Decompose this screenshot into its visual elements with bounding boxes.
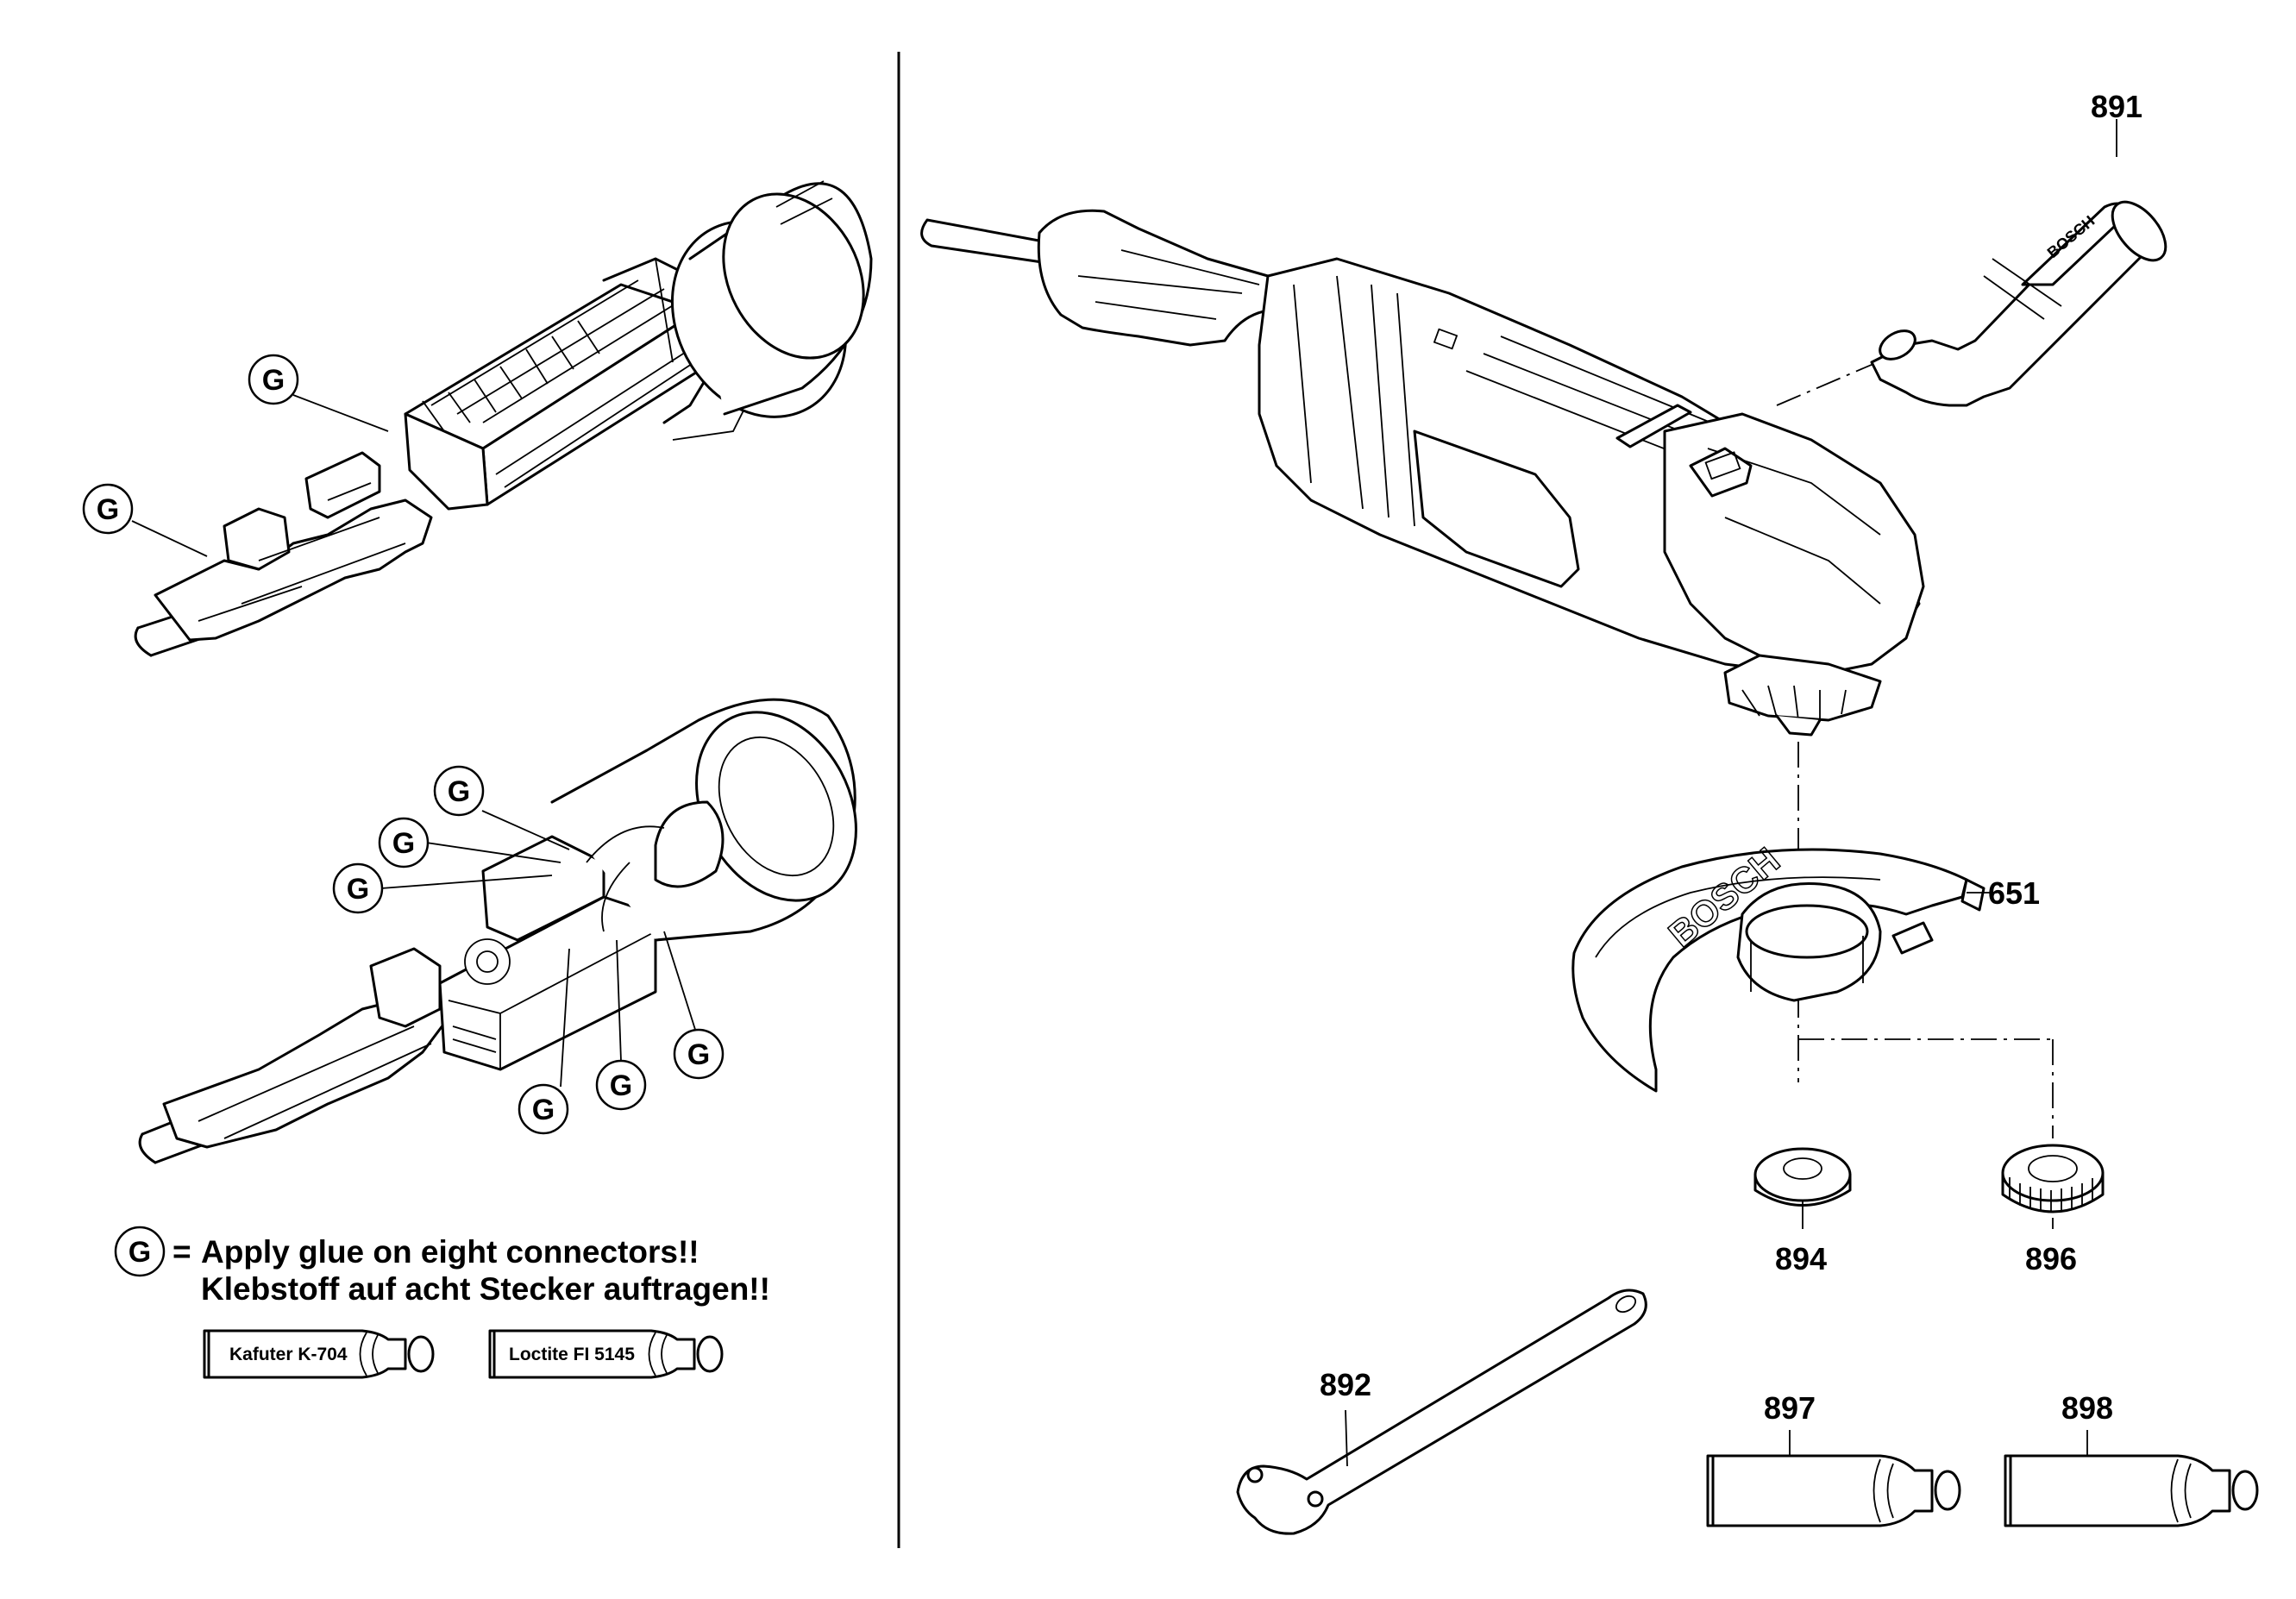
- glue-callout: G: [433, 765, 485, 817]
- glue-tube-label: Kafuter K-704: [229, 1345, 348, 1364]
- glue-callout: G: [595, 1059, 647, 1111]
- glue-callout: G: [378, 817, 430, 868]
- grease-tube-898: [2004, 1430, 2259, 1527]
- two-pin-spanner-892: [1236, 1289, 1647, 1535]
- part-number-896: 896: [2025, 1241, 2077, 1276]
- part-number-651: 651: [1988, 875, 2040, 911]
- part-number-894: 894: [1775, 1241, 1827, 1276]
- glue-callout-letter: G: [610, 1069, 632, 1102]
- glue-callout: G: [82, 483, 134, 535]
- glue-callout: G: [673, 1028, 725, 1080]
- glue-callout: G: [518, 1083, 569, 1135]
- grease-tube-897: [1706, 1430, 1961, 1527]
- part-numbers: 891 651 894 896 892 897 898: [1320, 89, 2142, 1426]
- legend-text-de: Klebstoff auf acht Stecker auftragen!!: [201, 1271, 770, 1307]
- glue-tube: Loctite FI 5145: [488, 1329, 724, 1379]
- glue-callouts: G G G G G G G G: [82, 354, 725, 1135]
- glue-callout-letter: G: [448, 775, 470, 808]
- glue-callout-letter: G: [262, 364, 285, 397]
- glue-callout-letter: G: [532, 1094, 555, 1126]
- glue-callout-letter: G: [347, 873, 369, 906]
- angle-grinder: [920, 209, 1925, 737]
- glue-tube: Kafuter K-704: [203, 1329, 435, 1379]
- clamping-nut-896: [2001, 1144, 2105, 1229]
- legend-glue-letter: G: [129, 1236, 151, 1269]
- electronics-assembly-top: [131, 180, 873, 657]
- legend-text-en: Apply glue on eight connectors!!: [201, 1234, 699, 1270]
- glue-callout-letter: G: [97, 493, 119, 526]
- protective-guard-651: BOSCH: [1571, 839, 1997, 1093]
- part-number-891: 891: [2091, 89, 2142, 124]
- glue-callout: G: [332, 862, 384, 914]
- part-number-892: 892: [1320, 1367, 1371, 1402]
- part-number-897: 897: [1764, 1390, 1816, 1426]
- part-number-898: 898: [2061, 1390, 2113, 1426]
- auxiliary-handle-891: BOSCH: [1870, 119, 2167, 407]
- glue-callout-letter: G: [687, 1038, 710, 1071]
- legend-equals: =: [173, 1234, 191, 1270]
- glue-callout-letter: G: [392, 827, 415, 860]
- electronics-assembly-bottom: [138, 698, 857, 1164]
- glue-callout: G: [248, 354, 299, 405]
- glue-legend: G = Apply glue on eight connectors!! Kle…: [114, 1226, 770, 1307]
- glue-tube-label: Loctite FI 5145: [509, 1345, 635, 1364]
- clamping-flange-894: [1753, 1147, 1852, 1229]
